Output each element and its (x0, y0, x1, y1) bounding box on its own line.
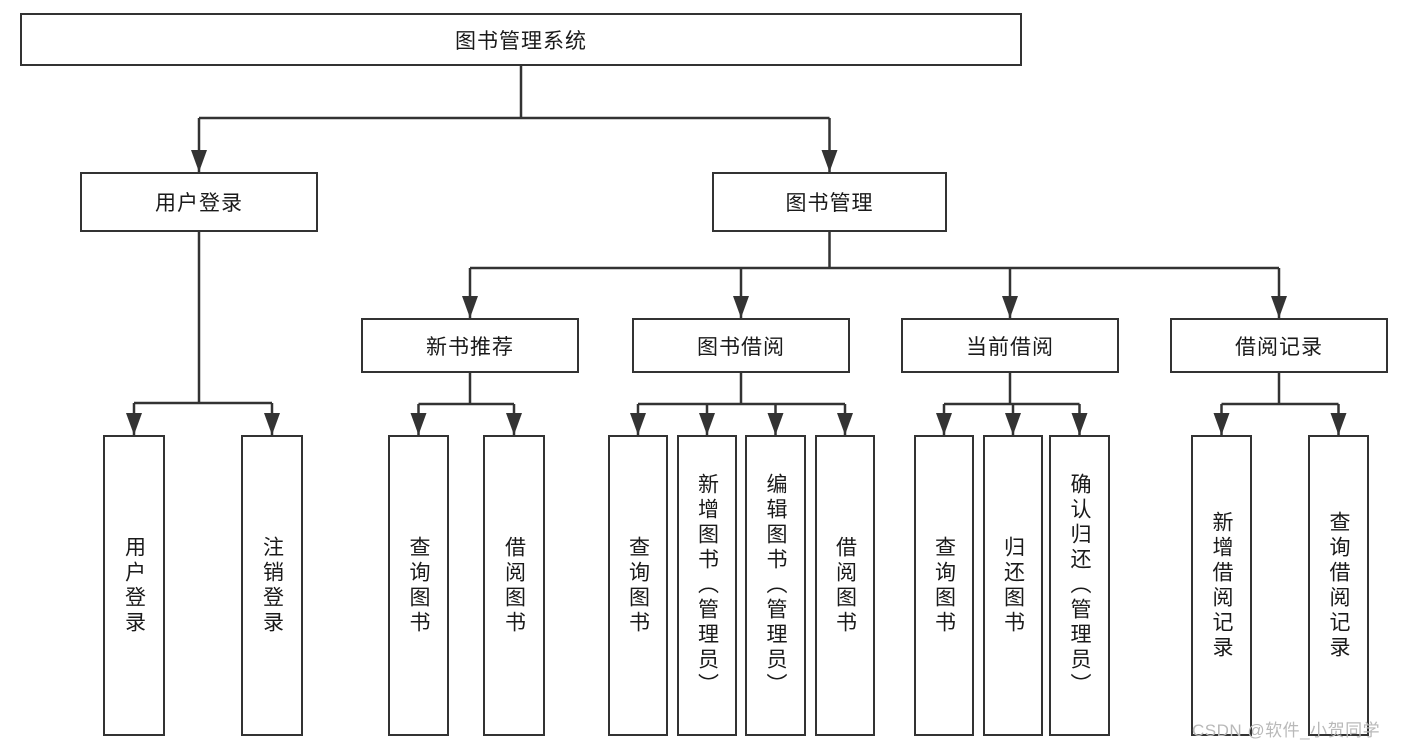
node-label: 图书管理 (785, 192, 874, 215)
arrow-head (936, 413, 952, 435)
node-label: 图书管理系统 (455, 29, 587, 53)
arrow-head (126, 413, 142, 435)
arrow-head (821, 150, 838, 172)
arrow-head (1330, 413, 1347, 435)
node-br-add[interactable]: 新增图书（管理员） (677, 435, 737, 736)
node-br-borrow[interactable]: 借阅图书 (815, 435, 875, 736)
node-label: 归还图书 (1001, 535, 1025, 636)
node-login-out[interactable]: 注销登录 (241, 435, 303, 736)
node-label: 编辑图书（管理员） (764, 473, 787, 698)
node-root[interactable]: 图书管理系统 (20, 13, 1022, 66)
arrow-head (733, 296, 749, 318)
node-label: 确认归还（管理员） (1068, 473, 1091, 698)
node-rec-add[interactable]: 新增借阅记录 (1191, 435, 1252, 736)
node-cur-return[interactable]: 归还图书 (983, 435, 1043, 736)
arrow-head (1005, 413, 1021, 435)
arrow-head (1213, 413, 1230, 435)
arrow-head (699, 413, 715, 435)
node-bookmgmt[interactable]: 图书管理 (712, 172, 947, 232)
arrow-head (1002, 296, 1018, 318)
node-cur-query[interactable]: 查询图书 (914, 435, 974, 736)
arrow-head (1271, 296, 1287, 318)
node-login[interactable]: 用户登录 (80, 172, 318, 232)
arrow-head (506, 413, 522, 435)
node-br-edit[interactable]: 编辑图书（管理员） (745, 435, 806, 736)
arrow-head (1071, 413, 1088, 435)
arrow-head (410, 413, 427, 435)
arrow-head (767, 413, 784, 435)
node-label: 借阅图书 (833, 535, 857, 636)
node-label: 当前借阅 (966, 335, 1054, 359)
node-label: 新增借阅记录 (1210, 510, 1233, 661)
node-login-in[interactable]: 用户登录 (103, 435, 165, 736)
node-borrow[interactable]: 图书借阅 (632, 318, 850, 373)
node-label: 新增图书（管理员） (695, 473, 719, 698)
node-label: 图书借阅 (697, 335, 785, 359)
arrow-head (837, 413, 853, 435)
arrow-head (191, 150, 207, 172)
arrow-head (462, 296, 478, 318)
node-label: 借阅记录 (1235, 335, 1323, 359)
node-records[interactable]: 借阅记录 (1170, 318, 1388, 373)
arrow-head (264, 413, 280, 435)
node-br-query[interactable]: 查询图书 (608, 435, 668, 736)
node-label: 查询图书 (932, 535, 956, 636)
node-label: 查询借阅记录 (1327, 510, 1350, 661)
arrow-head (630, 413, 646, 435)
node-label: 新书推荐 (426, 335, 514, 359)
node-label: 查询图书 (407, 535, 430, 636)
node-label: 用户登录 (122, 535, 146, 636)
node-newbook[interactable]: 新书推荐 (361, 318, 579, 373)
node-cur-confirm[interactable]: 确认归还（管理员） (1049, 435, 1110, 736)
node-new-query[interactable]: 查询图书 (388, 435, 449, 736)
watermark-text: CSDN @软件_小贺同学 (1192, 721, 1381, 740)
node-label: 注销登录 (260, 535, 284, 636)
node-rec-query[interactable]: 查询借阅记录 (1308, 435, 1369, 736)
node-label: 用户登录 (155, 192, 243, 215)
node-label: 查询图书 (626, 535, 650, 636)
node-label: 借阅图书 (502, 535, 526, 636)
node-new-borrow[interactable]: 借阅图书 (483, 435, 545, 736)
node-current[interactable]: 当前借阅 (901, 318, 1119, 373)
